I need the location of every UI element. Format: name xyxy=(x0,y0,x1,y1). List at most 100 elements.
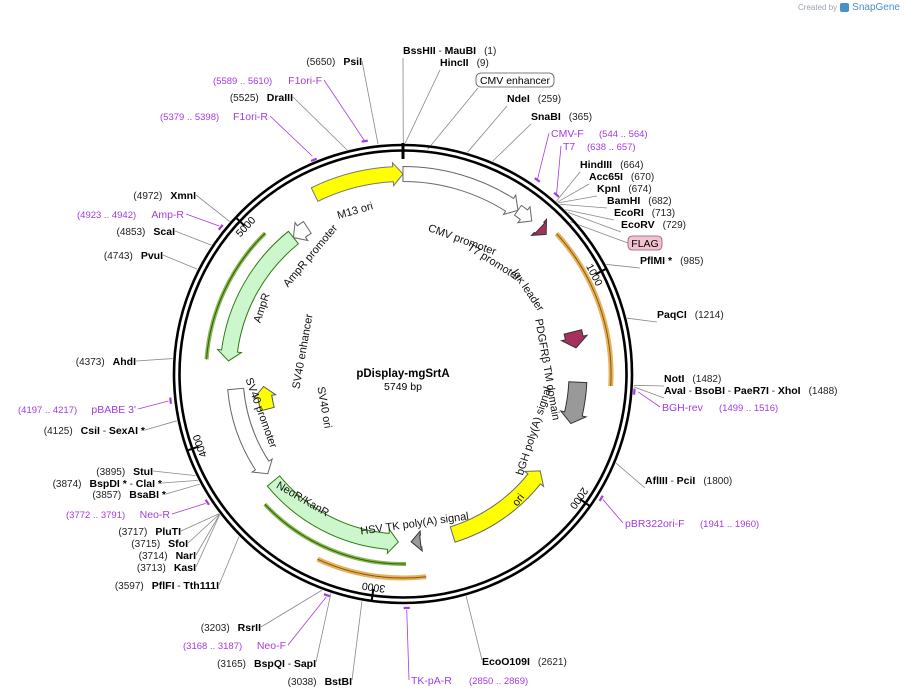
primer-leader-0 xyxy=(536,132,550,181)
primer-range: (4197 .. 4217) xyxy=(18,405,77,416)
sv40-promoter-feature xyxy=(227,387,274,475)
site-label: PflMI *(985) xyxy=(640,255,703,267)
primer-range: (4923 .. 4942) xyxy=(77,210,136,221)
site-label: (3203)RsrII xyxy=(201,622,261,634)
site-label: NdeI(259) xyxy=(507,93,561,105)
plasmid-size: 5749 bp xyxy=(384,381,422,393)
site-label: (4125)CsiI - SexAI * xyxy=(44,425,146,437)
site-label: (3597)PflFI - Tth111I xyxy=(115,580,219,592)
site-leader-5 xyxy=(557,183,590,203)
primer-mark-9 xyxy=(310,157,318,163)
primer-mark-0 xyxy=(534,177,541,183)
site-label: (3857)BsaBI * xyxy=(92,489,167,501)
credit-brand: SnapGene xyxy=(852,2,900,13)
site-label: (3715)SfoI xyxy=(131,538,188,550)
primer-range: (544 .. 564) xyxy=(599,129,648,140)
m13-ori-feature xyxy=(310,161,404,203)
orf-arc-neo-line xyxy=(264,503,407,565)
primer-label: BGH-rev xyxy=(662,402,704,414)
site-label: (4373)AhdI xyxy=(76,356,136,368)
site-leader-13 xyxy=(633,386,665,399)
site-leader-21 xyxy=(195,514,220,556)
tick-label-2000: 2000 xyxy=(567,485,590,511)
primer-mark-1 xyxy=(553,191,560,198)
primer-leader-10 xyxy=(323,79,366,142)
site-leader-2 xyxy=(467,105,508,153)
tick-label-3000: 3000 xyxy=(361,579,386,594)
primer-leader-6 xyxy=(171,502,206,515)
tick-2000 xyxy=(579,498,591,507)
credit: Created by SnapGene xyxy=(798,2,900,13)
site-leader-20 xyxy=(195,514,221,568)
sv40-ori-label: SV40 ori xyxy=(314,386,333,430)
site-label: KpnI(674) xyxy=(597,183,652,195)
site-label: (3874)BspDI * - ClaI * xyxy=(53,478,163,490)
site-label: EcoRV(729) xyxy=(621,219,686,231)
site-leader-3 xyxy=(492,123,532,162)
primer-range: (1499 .. 1516) xyxy=(719,403,778,414)
primer-mark-8 xyxy=(217,224,224,231)
bgh-label: bGH poly(A) signal xyxy=(514,385,554,477)
primer-label: F1ori-R xyxy=(233,111,268,123)
pdgfrb-feature xyxy=(560,329,589,349)
plasmid-name: pDisplay-mgSrtA xyxy=(356,368,449,380)
primer-range: (638 .. 657) xyxy=(587,142,636,153)
site-leader-31 xyxy=(195,194,230,222)
site-label: BamHI(682) xyxy=(607,195,672,207)
sv40-ori-feature xyxy=(252,385,277,412)
site-leader-32 xyxy=(292,96,348,151)
primer-range: (3168 .. 3187) xyxy=(183,641,242,652)
primer-range: (2850 .. 2869) xyxy=(469,676,528,687)
site-leader-28 xyxy=(135,358,173,362)
site-leader-19 xyxy=(218,536,240,586)
site-label: (3038)BstBI xyxy=(288,676,352,688)
primer-mark-3 xyxy=(598,495,604,502)
site-labels: BssHII - MauBI(1)HincII(9)NdeI(259)SnaBI… xyxy=(18,45,838,688)
primer-leader-2 xyxy=(638,391,661,408)
primer-range: (5379 .. 5398) xyxy=(160,112,219,123)
site-leader-29 xyxy=(162,254,198,270)
site-label: EcoO109I(2621) xyxy=(482,656,567,668)
site-leader-16 xyxy=(351,601,363,681)
site-leader-9 xyxy=(568,212,622,233)
site-leader-27 xyxy=(144,420,177,431)
site-leader-30 xyxy=(174,230,212,246)
site-label: (4743)PvuI xyxy=(104,250,163,262)
primer-label: Neo-R xyxy=(140,509,171,521)
primer-leader-1 xyxy=(556,145,562,195)
primer-leader-8 xyxy=(185,213,220,227)
site-leader-15 xyxy=(465,596,483,661)
neor-feature xyxy=(266,475,399,555)
site-label: AvaI - BsoBI - PaeR7I - XhoI(1488) xyxy=(664,385,838,397)
site-label: (4853)ScaI xyxy=(116,226,175,238)
ampr-feature xyxy=(216,230,300,362)
primer-label: Neo-F xyxy=(257,640,286,652)
site-leader-12 xyxy=(633,384,665,387)
svg-text:FLAG: FLAG xyxy=(631,238,658,250)
primer-label: pBABE 3' xyxy=(91,404,136,416)
igk-leader-feature xyxy=(530,217,548,237)
primer-mark-6 xyxy=(204,499,210,506)
orf-arc-2-line xyxy=(317,558,427,579)
site-label: (3717)PluTI xyxy=(118,526,181,538)
credit-text: Created by xyxy=(798,3,838,12)
site-leader-6 xyxy=(558,195,598,204)
tick-3000 xyxy=(370,588,375,601)
m13-ori-label: M13 ori xyxy=(336,200,375,222)
site-label: HindIII(664) xyxy=(580,159,643,171)
site-leader-1 xyxy=(404,69,441,144)
site-label: (3714)NarI xyxy=(139,550,196,562)
site-leader-22 xyxy=(187,513,220,544)
site-label: PaqCI(1214) xyxy=(657,309,724,321)
primer-mark-7 xyxy=(169,397,172,404)
site-leader-23 xyxy=(180,513,220,532)
site-leader-26 xyxy=(152,470,196,477)
site-leader-25 xyxy=(161,479,198,484)
site-label: (5525)DraIII xyxy=(230,92,293,104)
site-label: (3165)BspQI - SapI xyxy=(217,658,316,670)
site-leader-7 xyxy=(559,203,608,209)
ori-label: ori xyxy=(510,492,527,509)
hsv-tk-feature xyxy=(410,529,423,553)
primer-mark-5 xyxy=(323,593,331,598)
primer-leader-9 xyxy=(269,115,313,157)
